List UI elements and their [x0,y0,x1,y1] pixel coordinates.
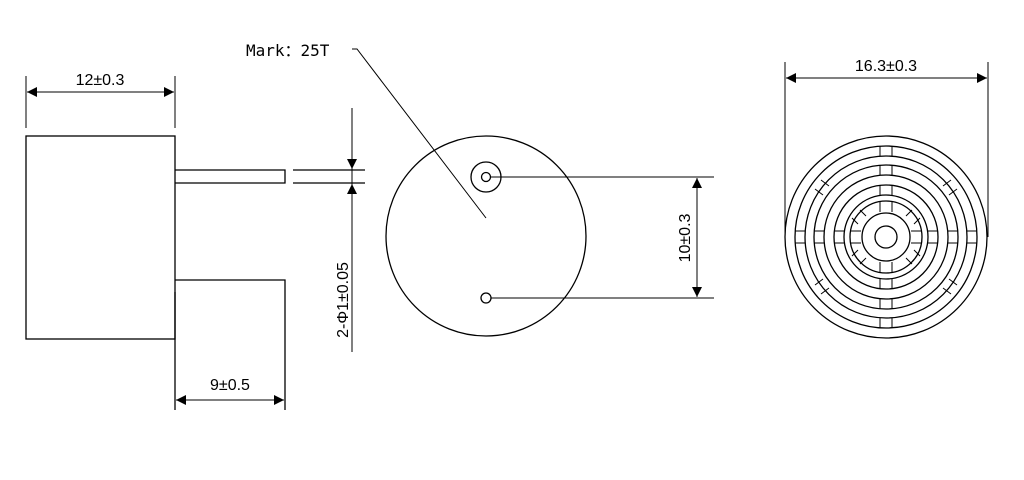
pin-hole [480,292,492,304]
lead-spacing-label: 9±0.5 [210,377,250,394]
lower-lead [175,279,286,410]
dia-label: 16.3±0.3 [855,58,917,75]
ring-7 [849,200,923,274]
upper-lead [175,169,286,184]
ring-3 [813,164,959,310]
ring-1 [794,145,978,329]
ring-2 [804,155,968,319]
ring-8 [861,212,911,262]
ring-6 [843,194,929,280]
buzzer-body-side [25,135,176,340]
rear-outline [784,135,988,339]
mark-label: Mark：25T [246,41,330,60]
bottom-view: 16.3±0.3 [784,58,989,339]
ribs [795,146,977,328]
center-hole [874,225,898,249]
sound-hole-inner [480,171,492,183]
pin-label: 2-Φ1±0.05 [335,262,352,338]
buzzer-face [385,135,587,337]
mark-leader [352,48,487,219]
upper-lead-continued [293,169,365,184]
ring-4 [823,174,949,300]
ring-5 [833,184,939,290]
front-view: Mark：25T 10±0.3 [246,41,714,337]
pitch-label: 10±0.3 [677,213,694,262]
side-view: 12±0.3 9±0.5 2-Φ1±0.05 [25,72,365,410]
width-label: 12±0.3 [76,72,125,89]
